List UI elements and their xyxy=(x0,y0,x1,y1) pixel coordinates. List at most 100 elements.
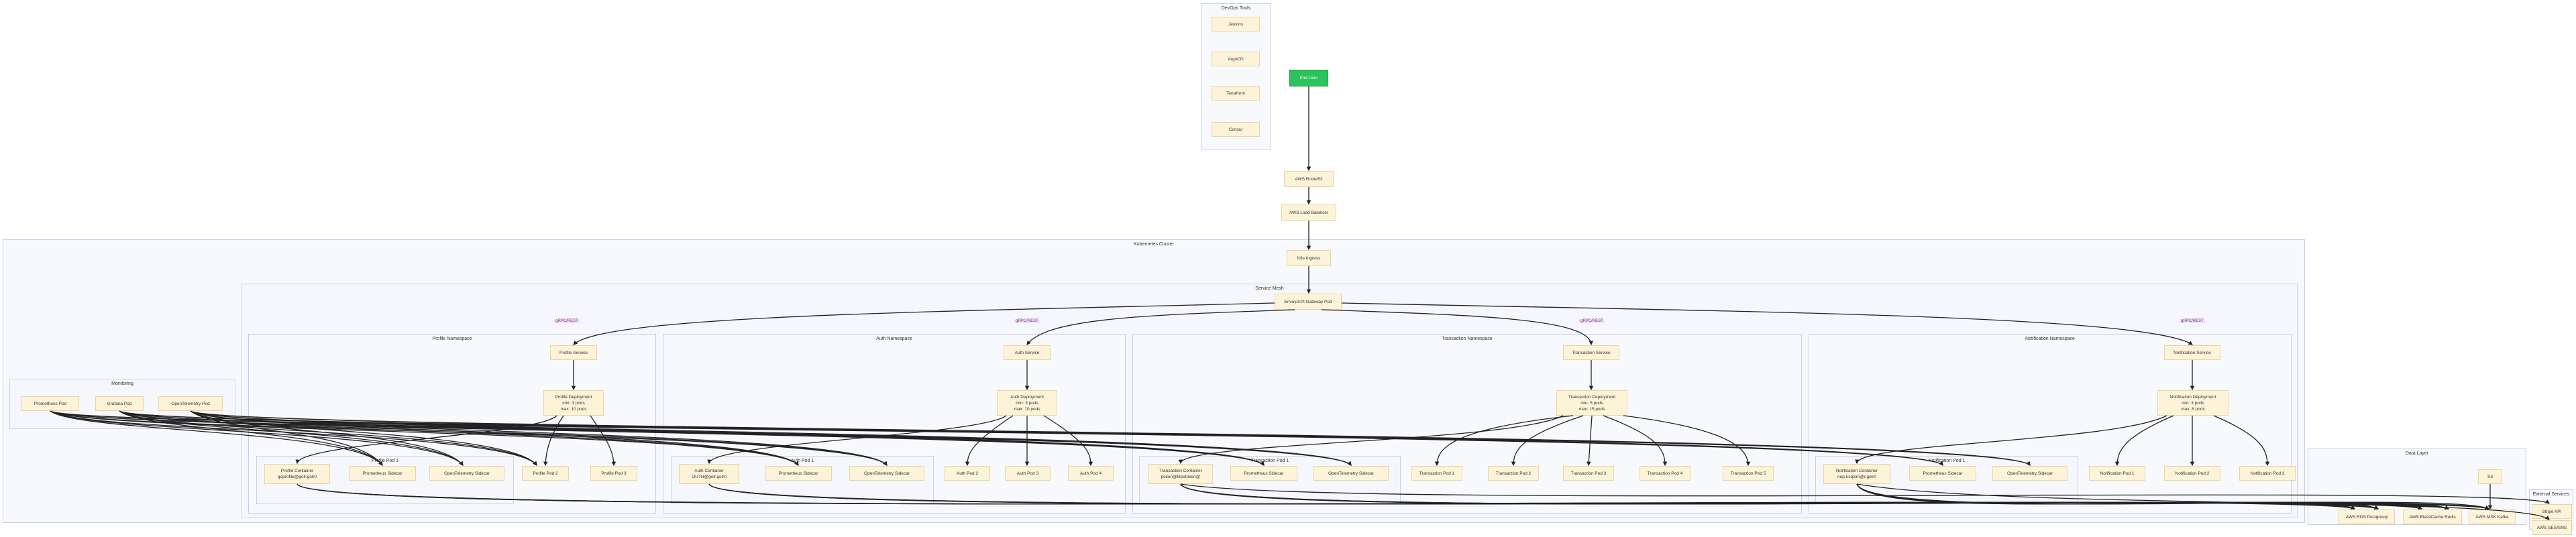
edge-71 xyxy=(1856,483,2355,510)
edge-66 xyxy=(1180,483,2355,510)
edge-33 xyxy=(50,410,888,466)
node-jenkins: Jenkins xyxy=(1212,17,1260,32)
group-title: Notification Pod 1 xyxy=(1928,459,1966,463)
node-grafana: Grafana Pod xyxy=(95,396,144,411)
edge-label-grpc-profile: gRPC/REST xyxy=(554,319,580,323)
edge-60 xyxy=(297,483,2489,510)
edge-29 xyxy=(50,410,383,466)
edge-16 xyxy=(965,415,1014,467)
edge-61 xyxy=(708,483,2355,510)
node-transaction-prometheus-sidecar: Prometheus Sidecar xyxy=(1230,466,1297,481)
edge-47 xyxy=(190,410,383,466)
node-k8s-ingress: K8s Ingress xyxy=(1287,250,1331,266)
edge-6 xyxy=(1321,309,1593,346)
edge-77 xyxy=(1856,483,2550,520)
node-auth-deployment: Auth Deployment min: 3 pods max: 10 pods xyxy=(997,390,1057,416)
edge-30 xyxy=(50,410,464,466)
edge-63 xyxy=(708,483,2422,510)
node-profile-pod-2: Profile Pod 2 xyxy=(522,466,569,481)
node-ses-sns: AWS SES/SNS xyxy=(2532,520,2572,535)
edge-56 xyxy=(297,483,2355,510)
node-profile-deployment: Profile Deployment min: 3 pods max: 10 p… xyxy=(543,390,604,416)
node-notification-pod-1: Notification Pod 1 xyxy=(2089,466,2145,481)
node-auth-pod-2: Auth Pod 2 xyxy=(945,466,990,481)
node-stripe-api: Stripe API xyxy=(2532,504,2572,519)
edge-4 xyxy=(573,302,1275,345)
edge-42 xyxy=(119,410,888,466)
edge-53 xyxy=(190,410,1352,466)
edge-12 xyxy=(295,415,557,465)
node-auth-pod-3: Auth Pod 3 xyxy=(1005,466,1051,481)
group-title: Profile Pod 1 xyxy=(371,459,399,463)
node-consul: Consul xyxy=(1212,122,1260,137)
group-title: Service Mesh xyxy=(1255,286,1284,291)
node-transaction-pod-5: Transaction Pod 5 xyxy=(1723,466,1774,481)
node-profile-service: Profile Service xyxy=(550,345,597,360)
edge-14 xyxy=(590,415,616,467)
edge-57 xyxy=(297,483,2379,510)
group-title: Auth Pod 1 xyxy=(790,459,814,463)
group-title: Auth Namespace xyxy=(876,337,912,341)
group-title: External Services xyxy=(2532,492,2570,497)
edge-64 xyxy=(708,483,2449,510)
node-profile-container: Profile Container goprofile@golr.golr0 xyxy=(264,464,330,484)
edge-25 xyxy=(1855,415,2167,465)
node-notification-otel-sidecar: OpenTelemetry Sidecar xyxy=(1992,466,2068,481)
node-notification-prometheus-sidecar: Prometheus Sidecar xyxy=(1909,466,1976,481)
node-s3-label: S3 xyxy=(2478,469,2502,484)
group-title: Transaction Pod 1 xyxy=(1250,459,1289,463)
edge-label-grpc-tx: gRPC/REST xyxy=(1579,319,1605,323)
edge-28 xyxy=(2213,415,2270,467)
group-title: DevOps Tools xyxy=(1221,6,1251,11)
node-auth-pod-4: Auth Pod 4 xyxy=(1068,466,1114,481)
edge-23 xyxy=(1603,415,1668,467)
edge-67 xyxy=(1180,483,2379,510)
edge-13 xyxy=(543,415,564,467)
edge-59 xyxy=(297,483,2449,510)
node-auth-container: Auth Container OUTH@golr.golr0 xyxy=(679,464,739,484)
node-transaction-service: Transaction Service xyxy=(1563,345,1619,360)
edge-68 xyxy=(1180,483,2422,510)
edge-50 xyxy=(190,410,799,466)
node-transaction-deployment: Transaction Deployment min: 5 pods max: … xyxy=(1556,390,1627,416)
edge-75 xyxy=(1856,483,2489,510)
edge-51 xyxy=(190,410,888,466)
node-notification-container: Notification Container nep-ksqlsm@r.golr… xyxy=(1823,464,1890,484)
node-transaction-pod-3: Transaction Pod 3 xyxy=(1563,466,1614,481)
node-transaction-container: Transaction Container jtoken@ktpvtoken@ xyxy=(1148,464,1213,484)
node-profile-prometheus-sidecar: Prometheus Sidecar xyxy=(349,466,416,481)
group-title: Monitoring xyxy=(111,381,133,386)
edge-15 xyxy=(707,415,1007,465)
edge-7 xyxy=(1341,302,2193,345)
node-notification-deployment: Notification Deployment min: 3 pods max:… xyxy=(2157,390,2229,416)
group-title: Transaction Namespace xyxy=(1442,337,1493,341)
node-argocd: ArgoCD xyxy=(1212,52,1260,66)
edge-38 xyxy=(119,410,383,466)
node-prometheus: Prometheus Pod xyxy=(21,396,79,411)
node-api-gateway: Envoy/API Gateway Pod xyxy=(1275,294,1342,310)
node-transaction-pod-1: Transaction Pod 1 xyxy=(1411,466,1462,481)
edge-5 xyxy=(1026,309,1295,345)
node-elasticache-redis: AWS ElastiCache Redis xyxy=(2403,510,2462,524)
edge-43 xyxy=(119,410,1265,466)
edge-label-grpc-notif: gRPC/REST xyxy=(2180,319,2205,323)
group-title: Profile Namespace xyxy=(432,337,472,341)
edge-70 xyxy=(1180,483,2489,510)
edge-19 xyxy=(1178,415,1564,465)
node-route53: AWS Route53 xyxy=(1284,171,1334,187)
edge-26 xyxy=(2114,415,2174,467)
edge-48 xyxy=(190,410,464,466)
node-auth-prometheus-sidecar: Prometheus Sidecar xyxy=(765,466,832,481)
node-opentelemetry: OpenTelemetry Pod xyxy=(158,396,223,411)
node-rds-postgresql: AWS RDS Postgresql xyxy=(2339,510,2395,524)
node-notification-pod-2: Notification Pod 2 xyxy=(2164,466,2220,481)
node-terraform: Terraform xyxy=(1212,86,1260,101)
edge-69 xyxy=(1180,483,2449,510)
node-profile-otel-sidecar: OpenTelemetry Sidecar xyxy=(429,466,504,481)
node-end-user: End User xyxy=(1289,70,1328,86)
edge-label-grpc-auth: gRPC/REST xyxy=(1014,319,1040,323)
node-profile-pod-3: Profile Pod 3 xyxy=(590,466,637,481)
edge-49 xyxy=(190,410,537,466)
edge-45 xyxy=(119,410,1943,466)
